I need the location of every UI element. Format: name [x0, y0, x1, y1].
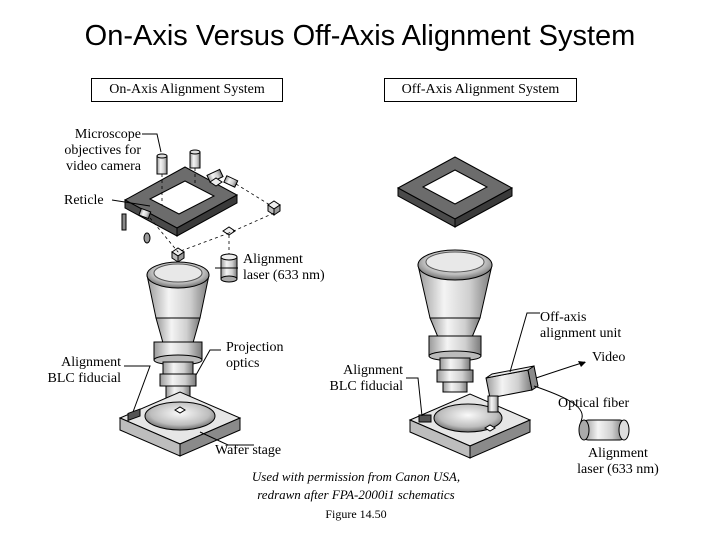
credit-text: Used with permission from Canon USA, red…	[251, 469, 461, 502]
projection-optics-right	[417, 249, 493, 393]
reticle-assembly-left	[121, 149, 281, 283]
leader-lines	[111, 133, 540, 446]
off-axis-unit-right	[485, 361, 630, 441]
off-axis-panel-label: Off-Axis Alignment System	[384, 78, 577, 102]
blc-fiducial-left-label: Alignment BLC fiducial	[47, 355, 122, 386]
optical-fiber-label: Optical fiber	[558, 396, 630, 411]
wafer-stage-label: Wafer stage	[215, 443, 282, 458]
microscope-label: Microscope objectives for video camera	[64, 127, 141, 174]
reticle-right	[396, 156, 514, 228]
alignment-laser-left-label: Alignment laser (633 nm)	[243, 252, 325, 283]
alignment-laser-right-label: Alignment laser (633 nm)	[577, 446, 659, 477]
projection-optics-left	[146, 261, 210, 409]
wafer-stage-right	[408, 393, 532, 459]
blc-fiducial-right-label: Alignment BLC fiducial	[329, 363, 404, 394]
on-axis-panel-label: On-Axis Alignment System	[91, 78, 283, 102]
off-axis-unit-label: Off-axis alignment unit	[540, 310, 622, 341]
video-label: Video	[592, 350, 626, 365]
figure-number: Figure 14.50	[325, 507, 387, 521]
projection-optics-label: Projection optics	[226, 340, 284, 371]
page-title: On-Axis Versus Off-Axis Alignment System	[84, 20, 636, 52]
reticle-label: Reticle	[64, 193, 104, 208]
